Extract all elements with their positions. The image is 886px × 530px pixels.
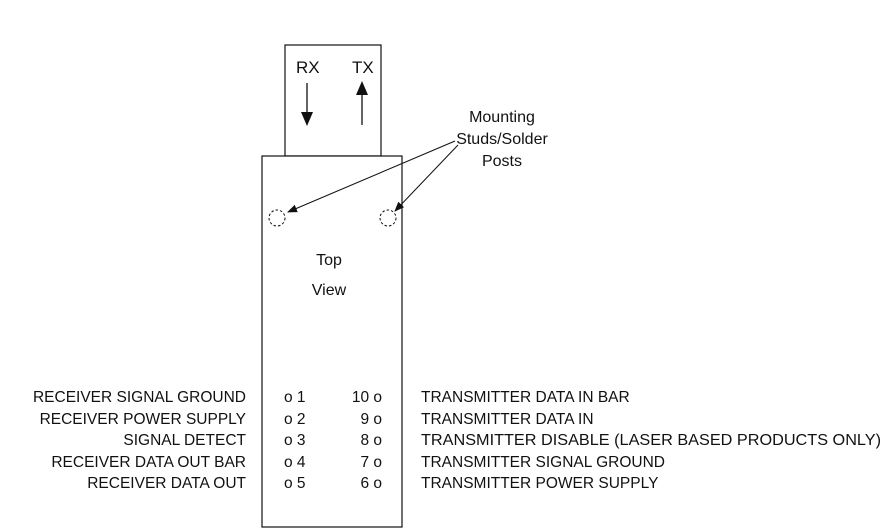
right-pin-label: TRANSMITTER DATA IN [421, 411, 594, 428]
mounting-label-line3: Posts [482, 153, 522, 170]
pin-marker: 7 o [360, 454, 382, 471]
connector-housing [284, 44, 382, 157]
left-pin-label: RECEIVER DATA OUT BAR [51, 454, 246, 471]
left-pin-labels: RECEIVER SIGNAL GROUND RECEIVER POWER SU… [33, 389, 247, 492]
rx-label: RX [296, 58, 320, 77]
mounting-label-line2: Studs/Solder [456, 131, 548, 148]
pin-marker: 9 o [360, 411, 382, 428]
leader-line-right [394, 144, 459, 212]
pin-marker: 6 o [360, 475, 382, 492]
pin-marker: o 1 [284, 389, 306, 406]
right-pin-label: TRANSMITTER SIGNAL GROUND [421, 454, 665, 471]
top-view-label-line1: Top [316, 252, 342, 269]
right-pin-label: TRANSMITTER DATA IN BAR [421, 389, 630, 406]
pin-marker: o 4 [284, 454, 306, 471]
pin-marker: o 2 [284, 411, 306, 428]
top-view-label-line2: View [312, 282, 347, 299]
pin-marker: 8 o [360, 432, 382, 449]
left-pin-label: RECEIVER DATA OUT [87, 475, 246, 492]
tx-arrow-up-icon [356, 81, 368, 125]
left-pin-label: SIGNAL DETECT [123, 432, 246, 449]
mounting-stud-left [268, 209, 286, 227]
mounting-label-line1: Mounting [469, 109, 535, 126]
right-pin-label: TRANSMITTER POWER SUPPLY [421, 475, 658, 492]
left-pin-label: RECEIVER POWER SUPPLY [40, 411, 246, 428]
left-pin-markers: o 1 o 2 o 3 o 4 o 5 [284, 389, 306, 492]
pin-marker: o 5 [284, 475, 306, 492]
rx-arrow-down-icon [301, 83, 313, 126]
right-pin-markers: 10 o 9 o 8 o 7 o 6 o [352, 389, 382, 492]
transceiver-body [261, 155, 403, 528]
leader-line-left [287, 140, 456, 213]
right-pin-labels: TRANSMITTER DATA IN BAR TRANSMITTER DATA… [421, 389, 881, 492]
pin-marker: o 3 [284, 432, 306, 449]
mounting-stud-right [379, 209, 397, 227]
tx-label: TX [352, 58, 374, 77]
pin-marker: 10 o [352, 389, 382, 406]
right-pin-label: TRANSMITTER DISABLE (LASER BASED PRODUCT… [421, 432, 881, 449]
left-pin-label: RECEIVER SIGNAL GROUND [33, 389, 246, 406]
